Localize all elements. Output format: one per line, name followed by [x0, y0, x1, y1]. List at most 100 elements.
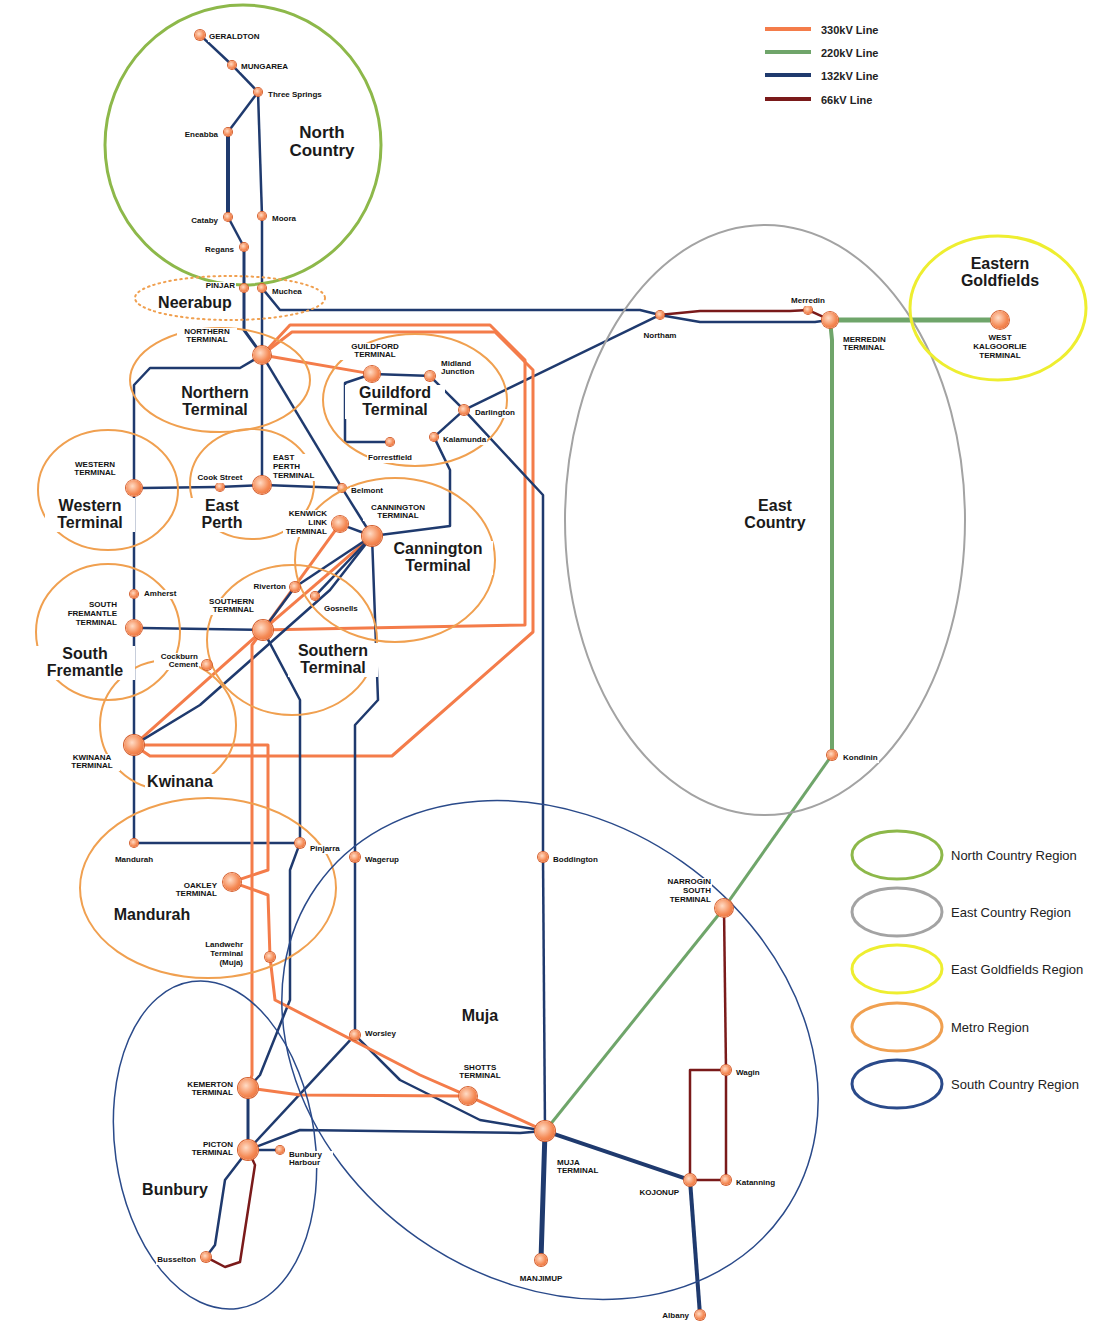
substation-node: Katanning	[721, 1175, 731, 1185]
legend-label: South Country Region	[950, 1078, 1080, 1093]
substation-label: Three Springs	[267, 91, 323, 100]
region-name: Guildford Terminal	[345, 385, 445, 419]
region-boundary	[135, 276, 325, 320]
substation-label: Eneabba	[184, 131, 219, 140]
substation-node: Merredin	[804, 306, 812, 314]
transmission-line	[258, 1149, 276, 1152]
substation-node: KWINANA TERMINAL	[124, 735, 144, 755]
substation-node: KOJONUP	[684, 1174, 696, 1186]
substation-node: Moora	[258, 212, 266, 220]
legend-region-ring	[852, 831, 942, 879]
label-holder: Wagin	[735, 1061, 761, 1079]
substation-node: SHOTTS TERMINAL	[459, 1087, 477, 1105]
substation-label: Wagin	[735, 1069, 761, 1078]
substation-node: OAKLEY TERMINAL	[223, 873, 241, 891]
region-name: Bunbury	[140, 1182, 210, 1199]
substation-label: Worsley	[364, 1030, 397, 1039]
substation-node: Midland Junction	[425, 371, 435, 381]
transmission-line	[541, 1141, 545, 1254]
label-holder: Kalamunda	[442, 428, 487, 446]
legend-label: North Country Region	[950, 849, 1078, 864]
substation-node: Boddington	[538, 852, 548, 862]
region-boundary	[295, 478, 495, 642]
region-boundary	[93, 968, 337, 1323]
legend-line-swatch	[765, 97, 811, 101]
label-holder: Katanning	[735, 1171, 776, 1189]
region-name: Eastern Goldfields	[945, 256, 1055, 290]
label-holder: KOJONUP	[638, 1181, 680, 1199]
legend-region-swatch	[849, 1000, 945, 1054]
label-holder: Muchea	[271, 280, 303, 298]
substation-node: KENWICK LINK TERMINAL	[332, 516, 348, 532]
label-holder: 132kV Line	[820, 66, 879, 84]
substation-node: MUJA TERMINAL	[535, 1121, 555, 1141]
label-holder: WEST KALGOORLIE TERMINAL	[970, 334, 1030, 362]
substation-label: Busselton	[156, 1256, 197, 1265]
region-name: Southern Terminal	[288, 643, 378, 677]
substation-node: GUILDFORD TERMINAL	[364, 366, 380, 382]
transmission-line	[812, 312, 823, 317]
legend-label: 220kV Line	[820, 47, 879, 60]
substation-label: Bunbury Harbour	[288, 1151, 333, 1169]
transmission-line	[347, 527, 362, 533]
label-holder: CANNINGTON TERMINAL	[363, 504, 433, 523]
transmission-line	[261, 220, 264, 284]
transmission-line	[664, 316, 822, 322]
transmission-line	[144, 745, 268, 879]
label-holder: Darlington	[474, 401, 516, 419]
region-ellipse: East CountryNorthamMerredinMERREDIN TERM…	[565, 225, 965, 815]
transmission-line	[725, 1075, 728, 1175]
region-ellipse: BunburyKEMERTON TERMINALPICTON TERMINALB…	[115, 980, 315, 1310]
transmission-line	[664, 310, 804, 314]
transmission-line	[467, 414, 543, 852]
region-ellipse: South FremantleAmherstSOUTH FREMANTLE TE…	[36, 564, 180, 700]
label-holder: Mandurah	[112, 906, 192, 924]
region-ellipse: North CountryGERALDTONMUNGAREAThree Spri…	[105, 5, 381, 285]
transmission-line	[359, 1039, 536, 1130]
region-boundary	[36, 564, 180, 700]
region-outline	[38, 430, 178, 550]
substation-label: MANJIMUP	[519, 1275, 564, 1284]
transmission-line	[380, 374, 425, 376]
label-holder: East Country	[730, 498, 820, 532]
substation-label: CANNINGTON TERMINAL	[363, 504, 433, 522]
transmission-line	[258, 1089, 459, 1096]
legend-region-ring	[852, 888, 942, 936]
region-boundary	[207, 565, 377, 715]
substation-node: MUNGAREA	[228, 61, 236, 69]
substation-node: Darlington	[459, 405, 469, 415]
label-holder: SOUTHERN TERMINAL	[195, 598, 255, 617]
label-holder: EAST PERTH TERMINAL	[272, 454, 317, 482]
legend-line-swatch	[765, 73, 811, 77]
region-name: Mandurah	[112, 907, 192, 924]
transmission-line	[240, 885, 269, 952]
label-holder: Landwehr Terminal (Muja)	[196, 941, 244, 969]
label-holder: NORTHERN TERMINAL	[177, 328, 237, 347]
transmission-line	[729, 759, 829, 901]
substation-node: Kondinin	[827, 750, 837, 760]
label-holder: KEMERTON TERMINAL	[174, 1081, 234, 1100]
transmission-line	[476, 1100, 536, 1127]
label-holder: 330kV Line	[820, 20, 879, 38]
legend-line-swatch	[765, 27, 811, 31]
label-holder: Busselton	[156, 1248, 197, 1266]
legend-region-ring	[852, 945, 942, 993]
substation-label: SOUTHERN TERMINAL	[195, 598, 255, 616]
substation-label: Midland Junction	[440, 360, 485, 378]
label-holder: 220kV Line	[820, 43, 879, 61]
substation-label: Forrestfield	[367, 454, 413, 463]
legend-region-swatch	[849, 1057, 945, 1111]
substation-label: Wagerup	[364, 856, 400, 865]
label-holder: East Goldfields Region	[950, 960, 1084, 978]
region-boundary	[80, 798, 336, 978]
transmission-line	[133, 755, 136, 839]
region-name: Northern Terminal	[170, 385, 260, 419]
substation-node: Wagerup	[350, 852, 360, 862]
substation-label: Belmont	[350, 487, 384, 496]
substation-label: MERREDIN TERMINAL	[842, 336, 897, 354]
legend-label: 132kV Line	[820, 70, 879, 83]
substation-label: EAST PERTH TERMINAL	[272, 454, 317, 480]
legend-region-swatch	[849, 828, 945, 882]
substation-label: NARROGIN SOUTH TERMINAL	[652, 878, 712, 904]
label-holder: Pinjarra	[309, 837, 341, 855]
